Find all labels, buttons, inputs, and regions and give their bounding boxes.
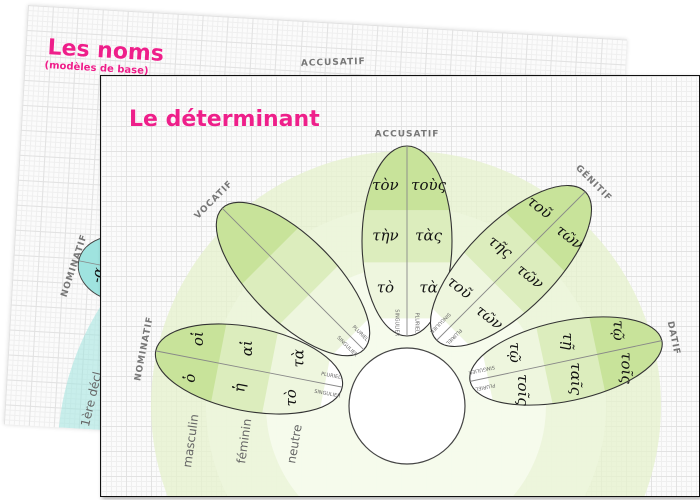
nominatif-singulier-masculin: ὁ <box>181 374 199 383</box>
page-title: Le déterminant <box>129 107 320 132</box>
datif-singulier-masculin: τῷ <box>610 320 628 341</box>
number-divider-line <box>470 340 662 382</box>
datif-singulier-feminin: τῇ <box>559 333 577 350</box>
number-divider-line <box>436 191 586 341</box>
nominatif-pluriel-label: PLURIEL <box>320 371 341 381</box>
accusatif-pluriel-neutre: τὰ <box>419 279 437 297</box>
gender-label-feminin: féminin <box>234 418 254 465</box>
datif-singulier-label: SINGULIER <box>467 364 495 376</box>
datif-pluriel-label: PLURIEL <box>475 382 496 392</box>
accusatif-singulier-feminin: τὴν <box>372 226 398 244</box>
nominatif-pluriel-masculin: οἱ <box>189 331 207 346</box>
case-label-accusatif: ACCUSATIF <box>375 130 440 140</box>
number-divider-line <box>221 207 365 351</box>
datif-pluriel-masculin: τοῖς <box>618 352 636 384</box>
case-label-datif: DATIF <box>665 320 682 356</box>
accusatif-singulier-neutre: τὸ <box>377 279 394 297</box>
gender-label-neutre: neutre <box>284 423 305 464</box>
case-label-nominatif: NOMINATIF <box>133 315 155 382</box>
accusatif-pluriel-masculin: τοὺς <box>411 176 446 194</box>
accusatif-pluriel-feminin: τὰς <box>415 226 442 244</box>
nominatif-singulier-feminin: ἡ <box>230 383 248 392</box>
datif-pluriel-feminin: ταῖς <box>567 362 585 395</box>
nominatif-pluriel-neutre: τὰ <box>289 349 307 367</box>
accusatif-singulier-label: SINGULIER <box>394 309 400 336</box>
nominatif-singulier-label: SINGULIER <box>314 389 342 400</box>
nominatif-pluriel-feminin: αἱ <box>238 340 256 356</box>
accusatif-singulier-masculin: τὸν <box>372 176 398 194</box>
back-case-accusatif: ACCUSATIF <box>301 57 366 69</box>
flower-center-circle <box>348 347 466 465</box>
accusatif-pluriel-label: PLURIEL <box>413 313 419 333</box>
nominatif-singulier-neutre: τὸ <box>282 389 300 406</box>
datif-singulier-neutre: τῷ <box>506 342 524 363</box>
petal-outline <box>429 184 593 348</box>
datif-pluriel-neutre: τοῖς <box>514 374 532 406</box>
number-divider-line <box>155 350 343 388</box>
